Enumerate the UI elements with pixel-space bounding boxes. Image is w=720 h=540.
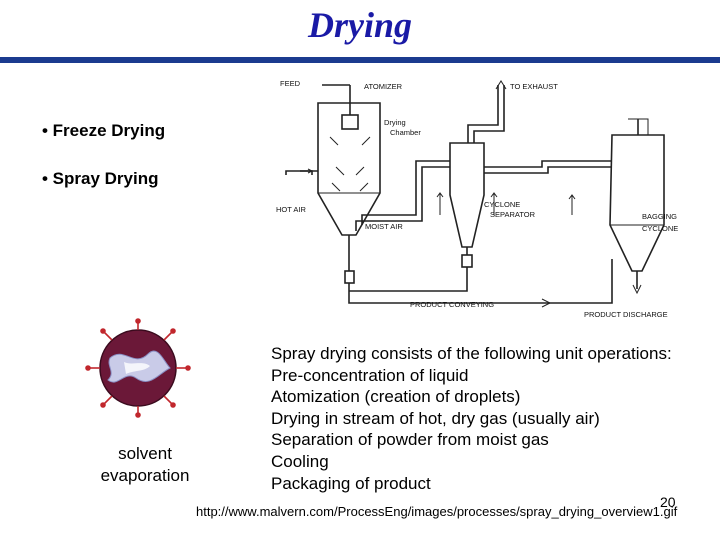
cyclone-separator (449, 142, 485, 248)
label-feed: FEED (280, 79, 301, 88)
bullet-spray-drying: • Spray Drying (42, 169, 159, 188)
atomizer-icon (341, 114, 359, 130)
operation-item: Drying in stream of hot, dry gas (usuall… (271, 408, 600, 428)
label-drying: Drying (384, 118, 406, 127)
source-url: http://www.malvern.com/ProcessEng/images… (196, 504, 678, 519)
label-hot-air: HOT AIR (276, 205, 306, 214)
label-moist-air: MOIST AIR (365, 222, 403, 231)
chamber-outlet-valve (344, 270, 355, 284)
operation-item: Atomization (creation of droplets) (271, 387, 521, 407)
label-separator: SEPARATOR (490, 210, 536, 219)
title-divider (0, 57, 720, 63)
droplet-evaporation-illustration (85, 318, 191, 418)
spray-drying-process-diagram: FEED ATOMIZER TO EXHAUST Drying Chamber … (276, 79, 678, 319)
label-chamber: Chamber (390, 128, 421, 137)
label-product-conveying: PRODUCT CONVEYING (410, 300, 494, 309)
label-bagging-cyclone: CYCLONE (642, 224, 678, 233)
unit-operations-list: Spray drying consists of the following u… (271, 343, 672, 494)
operations-intro: Spray drying consists of the following u… (271, 344, 672, 363)
exhaust-duct (467, 85, 499, 143)
page-number: 20 (660, 494, 676, 510)
slide-title: Drying (307, 5, 412, 45)
hot-air-inlet (285, 170, 313, 175)
label-cyclone: CYCLONE (484, 200, 520, 209)
label-to-exhaust: TO EXHAUST (510, 82, 558, 91)
product-conveying-line (348, 259, 613, 304)
operation-item: Pre-concentration of liquid (271, 365, 469, 385)
operation-item: Cooling (271, 451, 329, 471)
bullet-freeze-drying: • Freeze Drying (42, 121, 166, 140)
operation-item: Separation of powder from moist gas (271, 430, 549, 450)
bagging-cyclone (609, 134, 665, 272)
particle-caption: solvent evaporation (90, 443, 200, 487)
caption-line-1: solvent (118, 444, 172, 463)
operation-item: Packaging of product (271, 473, 431, 493)
caption-line-2: evaporation (100, 466, 190, 485)
label-bagging: BAGGING (642, 212, 677, 221)
cyclone-valve (461, 254, 473, 268)
moist-air-duct (355, 166, 450, 231)
label-atomizer: ATOMIZER (364, 82, 403, 91)
label-product-discharge: PRODUCT DISCHARGE (584, 310, 668, 319)
